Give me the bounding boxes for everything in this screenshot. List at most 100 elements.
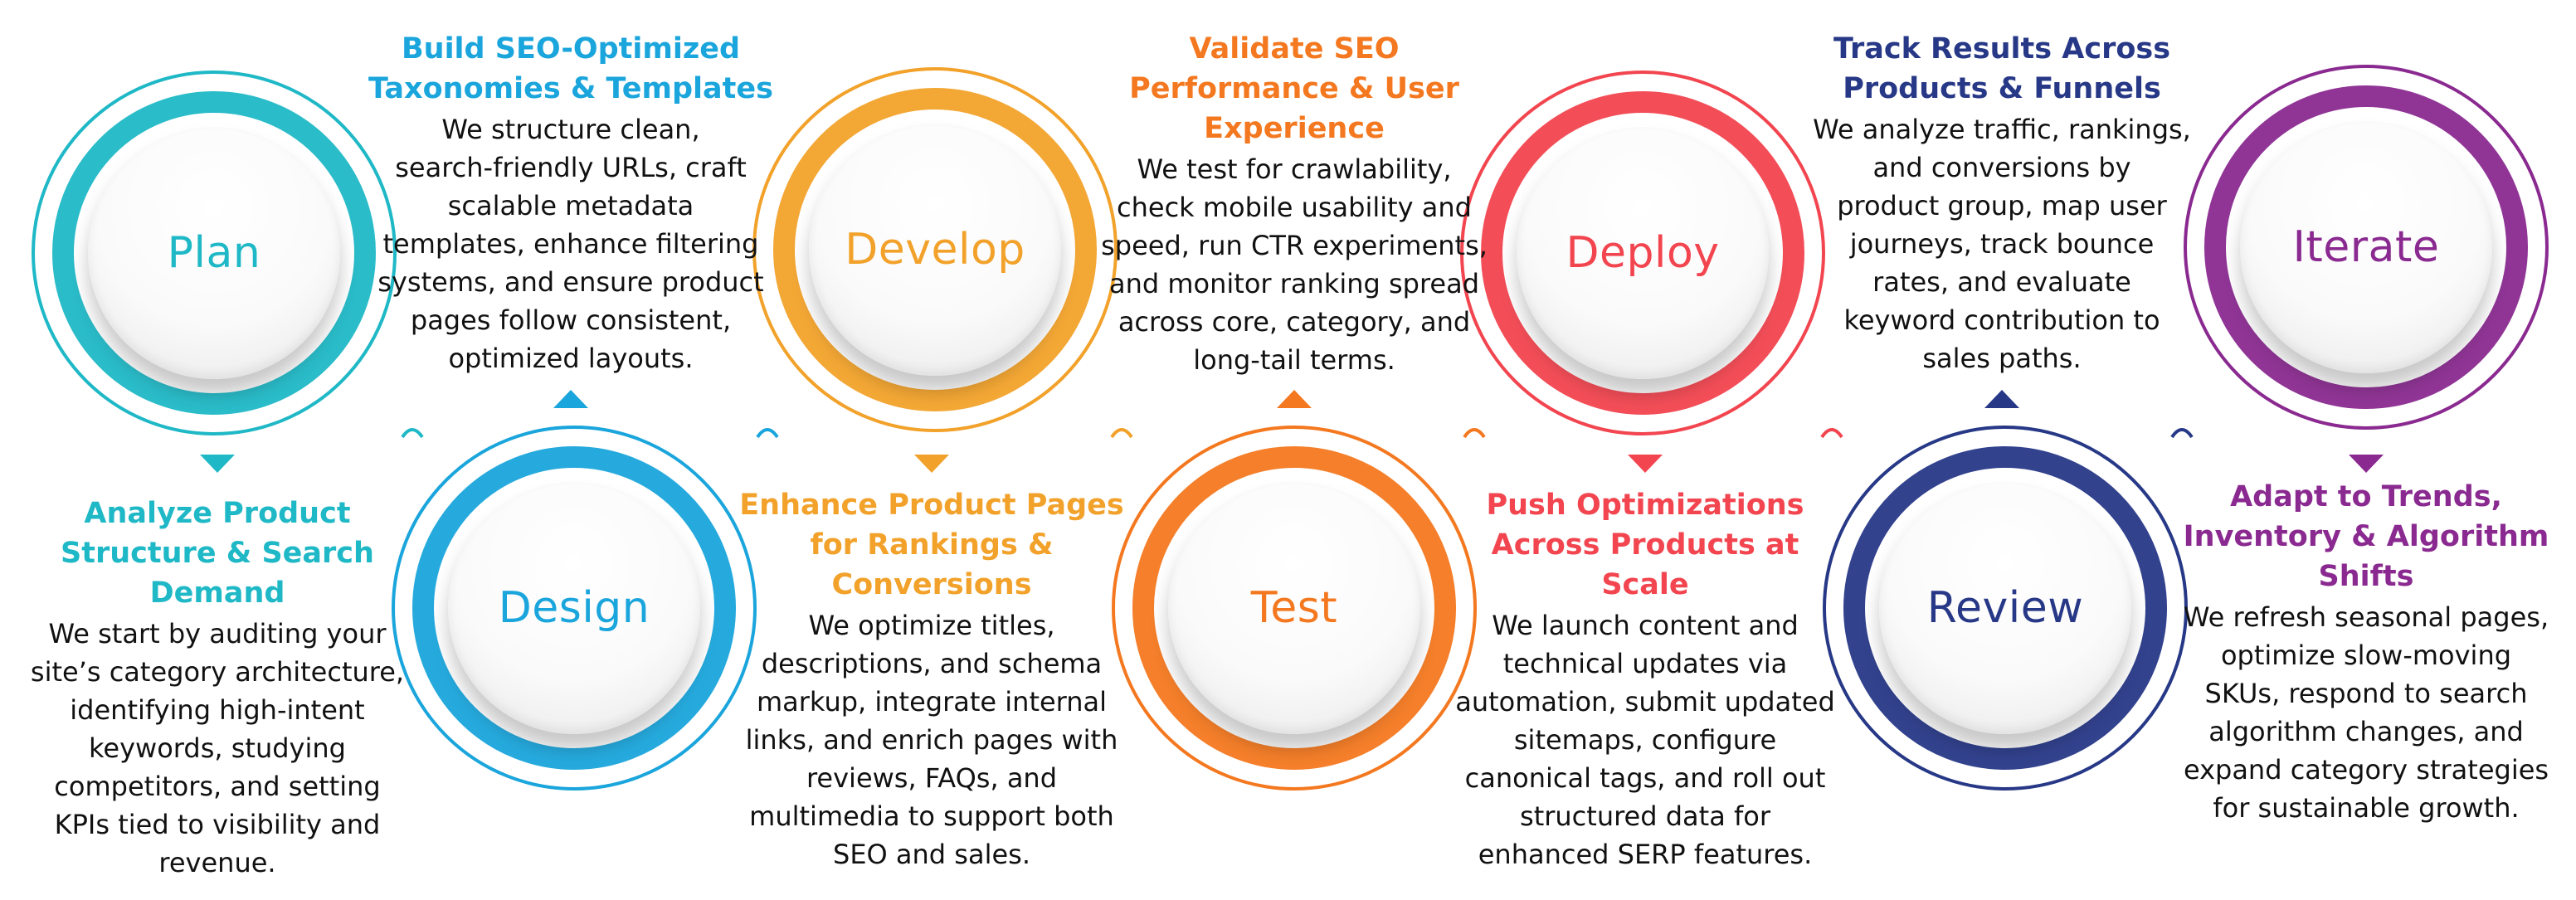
iterate-outline-ring bbox=[2184, 65, 2549, 430]
deploy-heading-line: Push Optimizations bbox=[1486, 489, 1804, 522]
review-description-line: keyword contribution to bbox=[1843, 304, 2160, 336]
deploy-node: Deploy bbox=[1517, 127, 1769, 379]
design-description-line: optimized layouts. bbox=[448, 343, 694, 374]
develop-down-arrow-icon bbox=[914, 455, 949, 473]
iterate-thick-ring bbox=[2204, 85, 2528, 409]
deploy-description-line: canonical tags, and roll out bbox=[1464, 762, 1826, 794]
test-outline-ring bbox=[1112, 426, 1477, 791]
plan-outline-ring bbox=[32, 71, 397, 435]
connector-joint-4 bbox=[1463, 428, 1486, 439]
design-up-arrow-icon bbox=[553, 390, 588, 408]
develop-description-line: markup, integrate internal bbox=[756, 686, 1108, 718]
develop-heading-line: Enhance Product Pages bbox=[739, 489, 1124, 522]
design-description-line: templates, enhance filtering bbox=[382, 228, 759, 260]
plan-description-line: We start by auditing your bbox=[48, 618, 387, 649]
test-heading-line: Performance & User bbox=[1129, 72, 1459, 105]
review-description: We analyze traffic, rankings, and convers… bbox=[1799, 110, 2205, 377]
test-node: Test bbox=[1168, 482, 1420, 734]
deploy-thick-ring bbox=[1481, 91, 1804, 415]
design-node: Design bbox=[448, 482, 700, 734]
test-description-line: long-tail terms. bbox=[1193, 344, 1395, 376]
plan-description-line: keywords, studying bbox=[89, 732, 346, 764]
design-description-line: systems, and ensure product bbox=[377, 266, 764, 298]
deploy-outline-ring bbox=[1460, 71, 1825, 435]
connector-joint-3 bbox=[1110, 428, 1133, 439]
review-label: Review bbox=[1926, 583, 2084, 633]
design-heading-line: Build SEO-Optimized bbox=[401, 32, 741, 66]
plan-description-line: KPIs tied to visibility and bbox=[54, 809, 381, 840]
develop-node: Develop bbox=[809, 124, 1061, 376]
develop-heading-line: Conversions bbox=[831, 568, 1032, 601]
plan-label: Plan bbox=[167, 228, 261, 278]
connector-joint-1 bbox=[401, 428, 424, 439]
develop-description-line: SEO and sales. bbox=[833, 839, 1030, 870]
iterate-description: We refresh seasonal pages,optimize slow-… bbox=[2163, 598, 2569, 827]
iterate-description-line: expand category strategies bbox=[2183, 754, 2549, 786]
design-outline-ring bbox=[392, 426, 757, 791]
design-label: Design bbox=[498, 583, 650, 633]
deploy-description-line: technical updates via bbox=[1502, 648, 1788, 679]
iterate-down-arrow-icon bbox=[2349, 455, 2384, 473]
review-description-line: We analyze traffic, rankings, bbox=[1813, 114, 2191, 145]
review-heading-line: Track Results Across bbox=[1833, 32, 2171, 66]
design-thick-ring bbox=[412, 446, 736, 770]
design-description-line: We structure clean, bbox=[441, 114, 700, 145]
deploy-heading-line: Scale bbox=[1601, 568, 1689, 601]
test-label: Test bbox=[1250, 583, 1338, 633]
develop-description-line: descriptions, and schema bbox=[761, 648, 1103, 679]
test-description-line: We test for crawlability, bbox=[1137, 153, 1452, 185]
develop-thick-ring bbox=[773, 88, 1097, 411]
review-description-line: and conversions by bbox=[1872, 152, 2131, 183]
design-description-line: pages follow consistent, bbox=[410, 304, 732, 336]
design-description-line: search-friendly URLs, craft bbox=[395, 152, 747, 183]
review-description-line: rates, and evaluate bbox=[1872, 266, 2131, 298]
iterate-heading-line: Adapt to Trends, bbox=[2230, 480, 2502, 513]
plan-description-line: site’s category architecture, bbox=[30, 656, 405, 688]
review-outline-ring bbox=[1823, 426, 2188, 791]
develop-description-line: reviews, FAQs, and bbox=[806, 762, 1058, 794]
plan-down-arrow-icon bbox=[200, 455, 235, 473]
connector-joint-5 bbox=[1820, 428, 1843, 439]
review-node: Review bbox=[1879, 482, 2131, 734]
develop-description-line: links, and enrich pages with bbox=[745, 724, 1118, 756]
connector-joint-6 bbox=[2170, 428, 2194, 439]
deploy-description-line: We launch content and bbox=[1492, 610, 1799, 641]
deploy-down-arrow-icon bbox=[1628, 455, 1663, 473]
review-heading-line: Products & Funnels bbox=[1843, 72, 2161, 105]
test-description: We test for crawlability,check mobile us… bbox=[1083, 150, 1506, 379]
iterate-description-line: for sustainable growth. bbox=[2213, 792, 2520, 824]
deploy-description-line: automation, submit updated bbox=[1455, 686, 1835, 718]
test-heading-line: Validate SEO bbox=[1189, 32, 1400, 66]
deploy-description-line: sitemaps, configure bbox=[1513, 724, 1777, 756]
iterate-heading-line: Shifts bbox=[2318, 560, 2414, 593]
test-description-line: speed, run CTR experiments, bbox=[1101, 230, 1488, 261]
plan-description-line: revenue. bbox=[158, 847, 276, 878]
connector-joint-2 bbox=[756, 428, 779, 439]
plan-node: Plan bbox=[88, 127, 340, 379]
review-up-arrow-icon bbox=[1984, 390, 2019, 408]
iterate-description-line: optimize slow-moving bbox=[2220, 640, 2512, 671]
deploy-description-line: enhanced SERP features. bbox=[1478, 839, 1813, 870]
develop-label: Develop bbox=[845, 225, 1025, 275]
review-description-line: journeys, track bounce bbox=[1849, 228, 2155, 260]
review-description-line: sales paths. bbox=[1922, 343, 2082, 374]
deploy-label: Deploy bbox=[1566, 228, 1720, 278]
develop-outline-ring bbox=[752, 67, 1118, 432]
plan-description-line: competitors, and setting bbox=[54, 771, 381, 802]
test-thick-ring bbox=[1132, 446, 1456, 770]
develop-description-line: We optimize titles, bbox=[808, 610, 1055, 641]
deploy-description-line: structured data for bbox=[1520, 800, 1770, 832]
review-thick-ring bbox=[1843, 446, 2167, 770]
plan-heading-line: Analyze Product bbox=[84, 497, 351, 530]
design-description-line: scalable metadata bbox=[447, 190, 694, 221]
test-description-line: and monitor ranking spread bbox=[1108, 268, 1480, 299]
iterate-node: Iterate bbox=[2240, 121, 2492, 373]
develop-description-line: multimedia to support both bbox=[749, 800, 1114, 832]
